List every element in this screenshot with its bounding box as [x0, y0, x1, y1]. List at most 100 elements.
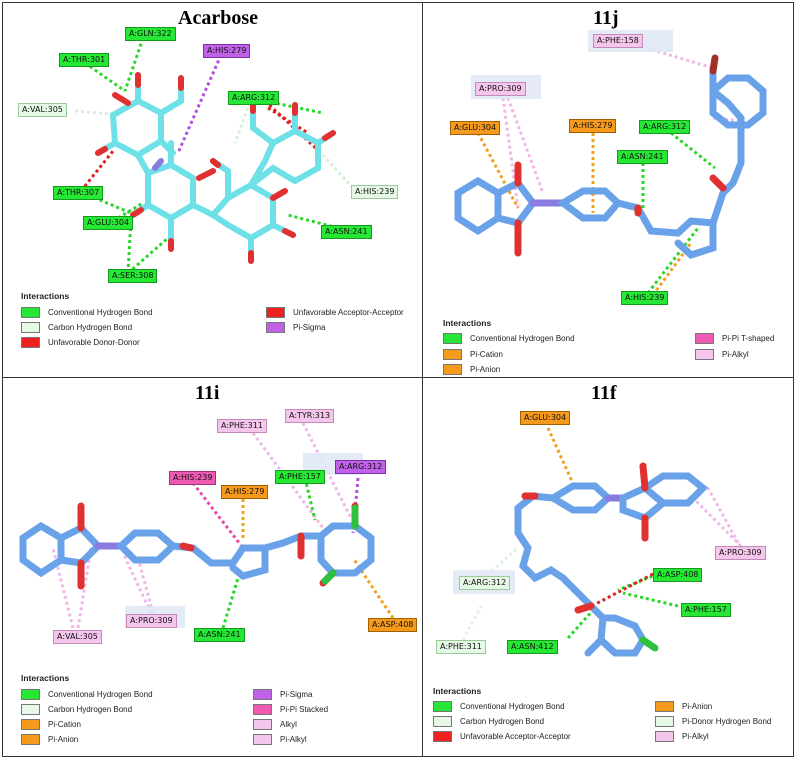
- residue-label: A:HIS:239: [621, 291, 669, 305]
- legend-heading: Interactions: [433, 686, 482, 696]
- legend-label: Pi-Anion: [48, 735, 79, 744]
- legend-item: Unfavorable Acceptor-Acceptor: [433, 731, 571, 742]
- legend-label: Alkyl: [280, 720, 297, 729]
- legend-item: Conventional Hydrogen Bond: [443, 333, 575, 344]
- legend-label: Unfavorable Donor-Donor: [48, 338, 140, 347]
- legend-label: Pi-Donor Hydrogen Bond: [682, 717, 772, 726]
- legend-swatch: [253, 719, 272, 730]
- legend-label: Pi-Pi Stacked: [280, 705, 329, 714]
- legend-label: Pi-Cation: [470, 350, 503, 359]
- panel-11j: 11j A:PHE:158 A:P: [422, 2, 794, 378]
- residue-label: A:ASN:241: [194, 628, 245, 642]
- 11i-structure: [19, 422, 395, 629]
- legend-item: Conventional Hydrogen Bond: [433, 701, 565, 712]
- legend: Interactions Conventional Hydrogen Bond …: [21, 673, 421, 753]
- legend: Interactions Conventional Hydrogen Bond …: [21, 291, 421, 361]
- residue-label: A:HIS:239: [351, 185, 399, 199]
- legend-item: Pi-Anion: [21, 734, 78, 745]
- legend-label: Pi-Cation: [48, 720, 81, 729]
- legend-item: Pi-Anion: [443, 364, 500, 375]
- 11f-structure: [461, 427, 743, 657]
- residue-label: A:PRO:309: [475, 82, 526, 96]
- 11j-structure: [454, 39, 767, 296]
- residue-label: A:VAL:305: [53, 630, 102, 644]
- legend-label: Pi-Anion: [470, 365, 501, 374]
- legend-swatch: [443, 349, 462, 360]
- legend-label: Conventional Hydrogen Bond: [460, 702, 565, 711]
- legend-item: Alkyl: [253, 719, 297, 730]
- legend-item: Pi-Alkyl: [253, 734, 307, 745]
- legend-heading: Interactions: [443, 318, 492, 328]
- legend: Interactions Conventional Hydrogen Bond …: [443, 318, 788, 375]
- legend-item: Carbon Hydrogen Bond: [433, 716, 544, 727]
- residue-label: A:ARG:312: [335, 460, 387, 474]
- legend-item: Conventional Hydrogen Bond: [21, 689, 153, 700]
- residue-label: A:PHE:157: [275, 470, 325, 484]
- legend-label: Carbon Hydrogen Bond: [48, 323, 133, 332]
- legend-item: Pi-Sigma: [253, 689, 312, 700]
- legend-swatch: [21, 322, 40, 333]
- legend-item: Pi-Donor Hydrogen Bond: [655, 716, 771, 727]
- legend-swatch: [253, 704, 272, 715]
- legend-swatch: [253, 734, 272, 745]
- residue-label: A:ASP:408: [368, 618, 418, 632]
- legend-swatch: [21, 337, 40, 348]
- residue-label: A:ASN:241: [617, 150, 668, 164]
- legend-item: Conventional Hydrogen Bond: [21, 307, 153, 318]
- legend-swatch: [433, 731, 452, 742]
- residue-label: A:TYR:313: [285, 409, 335, 423]
- legend-swatch: [655, 701, 674, 712]
- residue-label: A:GLU:304: [520, 411, 571, 425]
- legend-label: Pi-Sigma: [280, 690, 313, 699]
- legend-swatch: [253, 689, 272, 700]
- legend-swatch: [695, 349, 714, 360]
- residue-label: A:PHE:311: [217, 419, 267, 433]
- legend-label: Pi-Alkyl: [280, 735, 307, 744]
- legend-item: Pi-Pi T-shaped: [695, 333, 774, 344]
- legend-swatch: [695, 333, 714, 344]
- legend-swatch: [433, 701, 452, 712]
- residue-label: A:GLU:304: [450, 121, 501, 135]
- residue-label: A:HIS:279: [203, 44, 251, 58]
- legend-item: Carbon Hydrogen Bond: [21, 322, 132, 333]
- legend-item: Pi-Sigma: [266, 322, 325, 333]
- legend-item: Pi-Cation: [443, 349, 503, 360]
- legend-swatch: [266, 322, 285, 333]
- legend-heading: Interactions: [21, 673, 70, 683]
- acarbose-structure: [74, 37, 355, 275]
- residue-label: A:GLU:304: [83, 216, 134, 230]
- panel-11f: 11f A:GLU:304 A:PRO:309 A:ARG:: [422, 377, 794, 757]
- residue-label: A:PRO:309: [126, 614, 177, 628]
- legend-label: Carbon Hydrogen Bond: [460, 717, 545, 726]
- legend-swatch: [21, 689, 40, 700]
- legend-item: Unfavorable Acceptor-Acceptor: [266, 307, 404, 318]
- panel-11i: 11i A:T: [2, 377, 423, 757]
- legend-label: Pi-Alkyl: [682, 732, 709, 741]
- legend-item: Pi-Alkyl: [655, 731, 709, 742]
- residue-label: A:HIS:239: [169, 471, 217, 485]
- residue-label: A:SER:308: [108, 269, 158, 283]
- legend-swatch: [21, 704, 40, 715]
- legend-label: Carbon Hydrogen Bond: [48, 705, 133, 714]
- panel-acarbose: Acarbose: [2, 2, 423, 378]
- legend-label: Pi-Alkyl: [722, 350, 749, 359]
- legend-swatch: [433, 716, 452, 727]
- legend: Interactions Conventional Hydrogen Bond …: [433, 686, 788, 748]
- legend-label: Unfavorable Acceptor-Acceptor: [460, 732, 571, 741]
- legend-label: Conventional Hydrogen Bond: [48, 308, 153, 317]
- legend-heading: Interactions: [21, 291, 70, 301]
- residue-label: A:ASN:412: [507, 640, 558, 654]
- panel-title: 11f: [591, 382, 617, 404]
- residue-label: A:ASP:408: [653, 568, 703, 582]
- residue-label: A:ARG:312: [639, 120, 691, 134]
- panel-title: Acarbose: [178, 7, 258, 29]
- residue-label: A:VAL:305: [18, 103, 67, 117]
- residue-label: A:PRO:309: [715, 546, 766, 560]
- legend-item: Carbon Hydrogen Bond: [21, 704, 132, 715]
- legend-swatch: [21, 719, 40, 730]
- residue-label: A:PHE:157: [681, 603, 731, 617]
- residue-label: A:ARG:312: [459, 576, 511, 590]
- residue-label: A:HIS:279: [221, 485, 269, 499]
- legend-item: Pi-Alkyl: [695, 349, 749, 360]
- legend-item: Pi-Cation: [21, 719, 81, 730]
